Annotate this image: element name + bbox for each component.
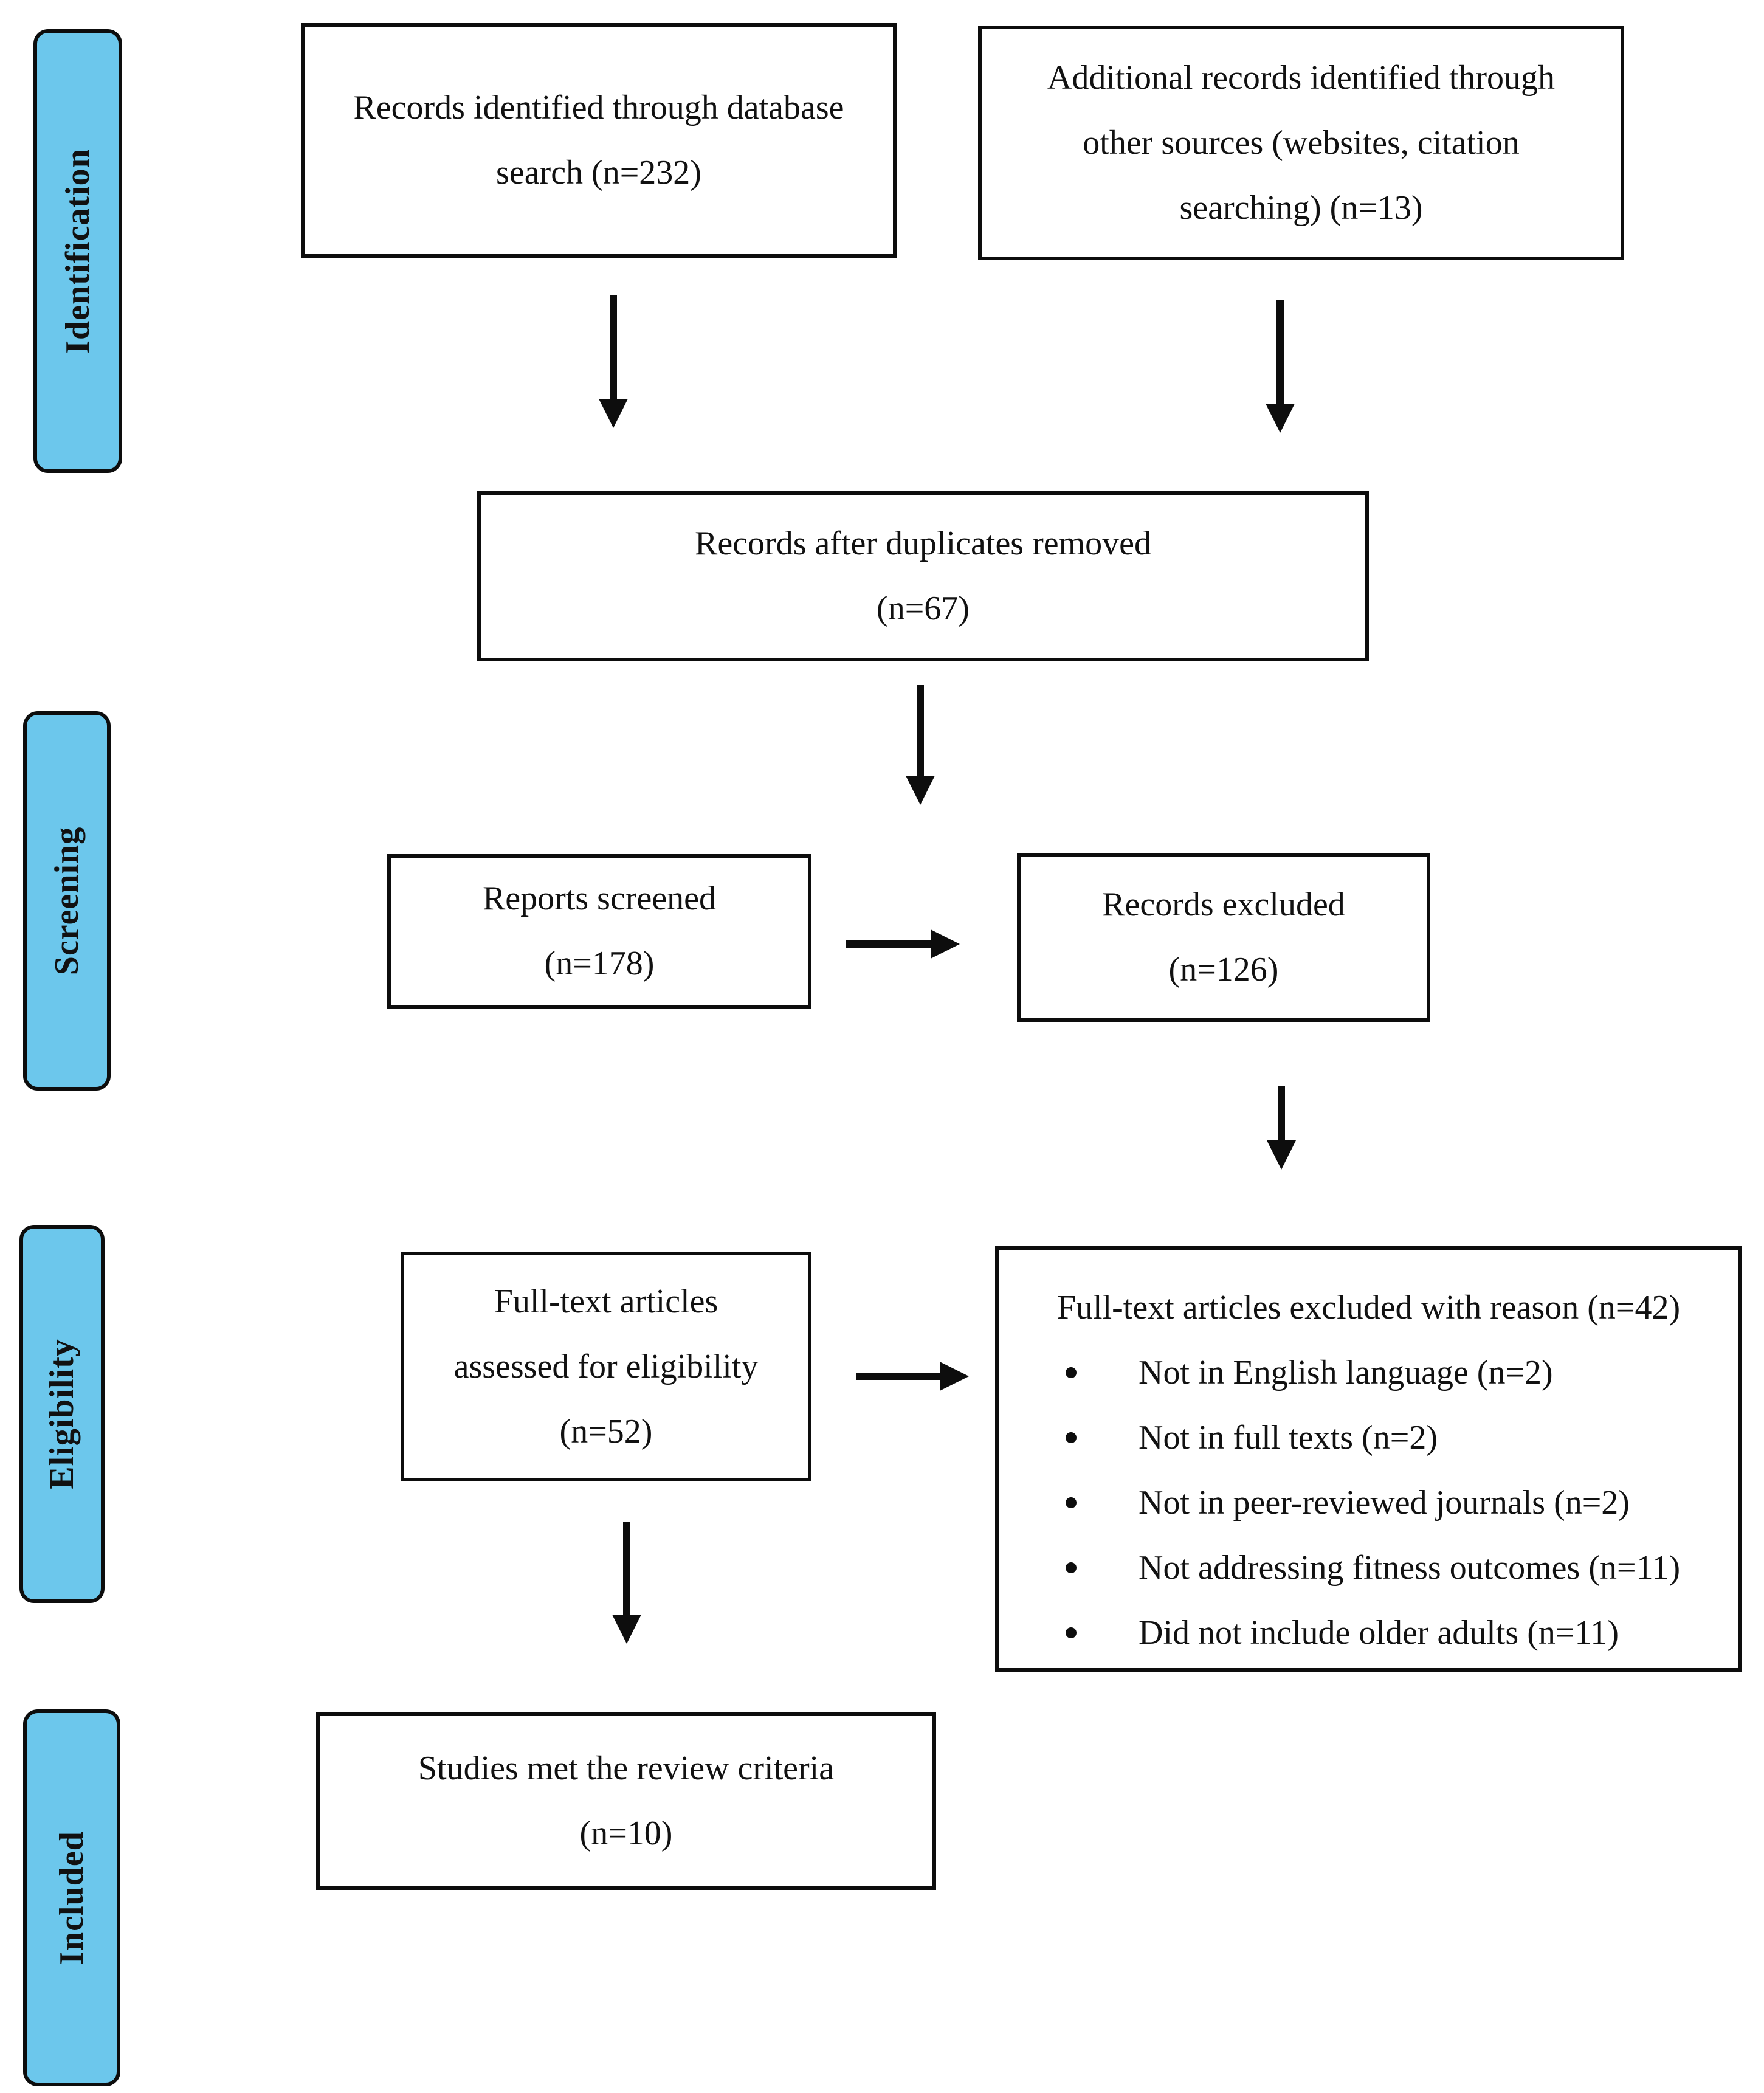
stage-identification: Identification <box>33 29 122 473</box>
bullet-icon <box>1066 1432 1077 1443</box>
box-line: Full-text articles <box>494 1282 718 1320</box>
box-reports-screened: Reports screened (n=178) <box>387 854 811 1009</box>
box-line: Records after duplicates removed <box>694 525 1152 562</box>
exclusion-reason: Not in full texts (n=2) <box>1035 1405 1702 1471</box>
box-line: (n=67) <box>877 590 970 627</box>
excluded-heading: Full-text articles excluded with reason … <box>1056 1289 1681 1326</box>
box-full-text-excluded: Full-text articles excluded with reason … <box>995 1246 1742 1672</box>
exclusion-reason: Not in English language (n=2) <box>1035 1340 1702 1405</box>
bullet-icon <box>1066 1367 1077 1378</box>
box-line: (n=126) <box>1168 951 1279 988</box>
stage-screening: Screening <box>23 711 111 1091</box>
box-line: assessed for eligibility <box>453 1347 759 1385</box>
stage-eligibility: Eligibility <box>19 1225 105 1603</box>
exclusion-reason: Not in peer-reviewed journals (n=2) <box>1035 1471 1702 1536</box>
box-line: Records identified through database <box>353 89 844 126</box>
box-line: searching) (n=13) <box>1179 188 1423 227</box>
box-records-excluded: Records excluded (n=126) <box>1017 853 1430 1022</box>
reason-text: Not in peer-reviewed journals (n=2) <box>1139 1484 1630 1522</box>
box-line: (n=10) <box>579 1815 673 1852</box>
bullet-icon <box>1066 1562 1077 1573</box>
box-other-sources: Additional records identified through ot… <box>978 26 1624 260</box>
box-line: (n=52) <box>559 1412 653 1450</box>
box-line: Additional records identified through <box>1047 58 1556 97</box>
exclusion-reason: Did not include older adults (n=11) <box>1035 1601 1702 1666</box>
box-line: other sources (websites, citation <box>1083 123 1520 162</box>
box-line: Reports screened <box>482 880 717 917</box>
box-included-studies: Studies met the review criteria (n=10) <box>316 1712 936 1890</box>
box-database-search: Records identified through database sear… <box>301 23 897 258</box>
box-full-text-assessed: Full-text articles assessed for eligibil… <box>401 1252 811 1481</box>
reason-text: Did not include older adults (n=11) <box>1139 1614 1619 1652</box>
reason-text: Not in English language (n=2) <box>1139 1354 1553 1391</box>
exclusion-reason: Not addressing fitness outcomes (n=11) <box>1035 1536 1702 1601</box>
bullet-icon <box>1066 1627 1077 1638</box>
box-line: Studies met the review criteria <box>418 1750 835 1787</box>
stage-included: Included <box>23 1709 120 2086</box>
box-after-duplicates: Records after duplicates removed (n=67) <box>477 491 1369 661</box>
bullet-icon <box>1066 1497 1077 1508</box>
box-line: Records excluded <box>1102 886 1345 923</box>
reason-text: Not addressing fitness outcomes (n=11) <box>1139 1549 1681 1587</box>
box-line: (n=178) <box>544 945 655 982</box>
box-line: search (n=232) <box>496 154 701 191</box>
reason-text: Not in full texts (n=2) <box>1139 1419 1438 1457</box>
exclusion-reasons-list: Not in English language (n=2) Not in ful… <box>1035 1340 1702 1666</box>
